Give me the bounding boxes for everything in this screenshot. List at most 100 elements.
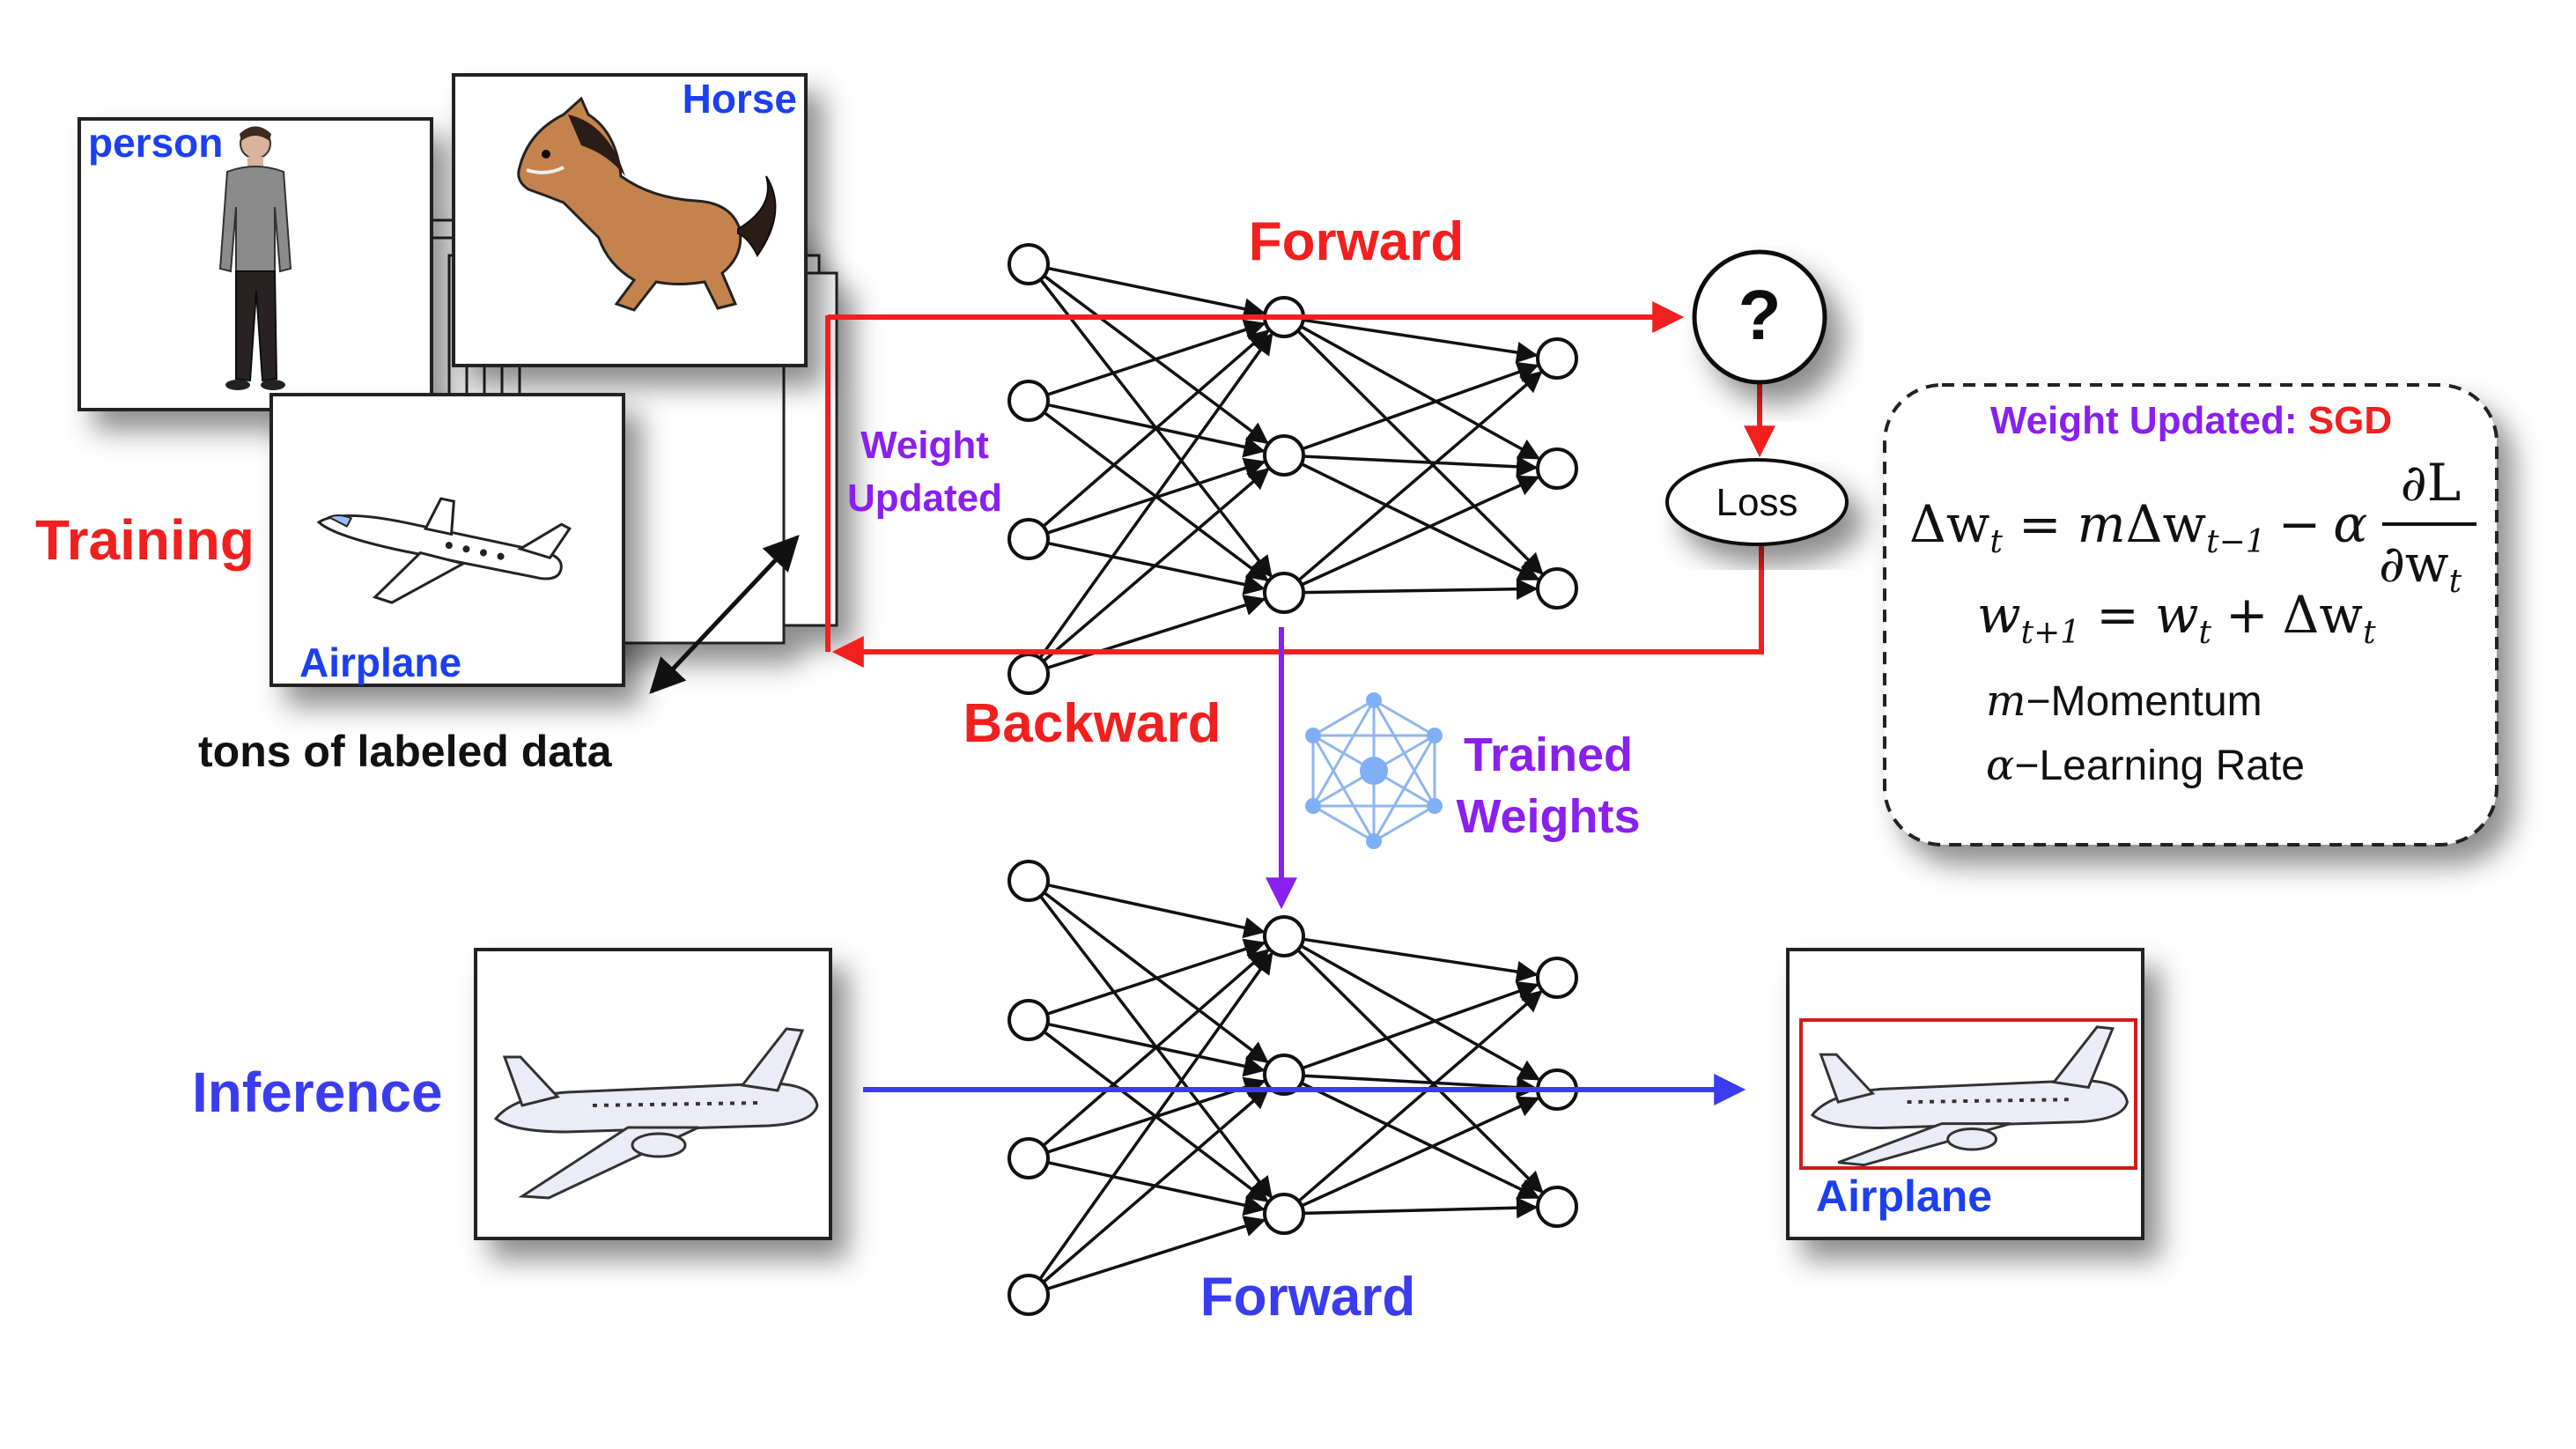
- forward-inference-label: Forward: [1200, 1267, 1416, 1327]
- weight-updated-line1: Weight: [860, 424, 989, 467]
- inference-network-neuron-layer3: [1536, 957, 1578, 999]
- inference-network-neuron-layer2: [1263, 1053, 1305, 1096]
- eq1-dw-sub: t−1: [2206, 524, 2266, 560]
- trained-weights-icon: [1305, 692, 1443, 849]
- training-network-edge: [1046, 319, 1266, 396]
- inference-network-edge: [1046, 1216, 1266, 1291]
- eq2-lhs-sub: t+1: [2021, 615, 2081, 651]
- training-network-neuron-layer1: [1008, 653, 1050, 695]
- inference-network-edge: [1038, 951, 1273, 1281]
- training-network-edge: [1301, 475, 1540, 587]
- training-network-edge: [1042, 329, 1270, 528]
- svg-text:∂wt: ∂wt: [2379, 534, 2462, 600]
- backward-arrow: [831, 546, 1764, 668]
- inference-network-edge: [1047, 883, 1266, 939]
- svg-text:wt+1=wt+Δwt: wt+1=wt+Δwt: [1977, 585, 2376, 651]
- inference-network-neuron-layer1: [1008, 1274, 1050, 1316]
- training-network-neuron-layer2: [1263, 572, 1305, 614]
- inference-neural-network: [1008, 860, 1578, 1316]
- eq2-dw-sub: t: [2363, 615, 2376, 651]
- forward-training-label: Forward: [1249, 211, 1465, 272]
- airplane-input-icon: [493, 1027, 819, 1200]
- training-network-neuron-layer1: [1008, 518, 1050, 560]
- eq1-denominator: ∂w: [2379, 534, 2449, 594]
- inference-network-edge: [1046, 938, 1266, 1016]
- prediction-node: ?: [1692, 249, 1827, 385]
- eq2-equals: =: [2096, 585, 2139, 645]
- inference-network-edge: [1296, 949, 1544, 1194]
- loss-label: Loss: [1716, 481, 1798, 524]
- inference-network-edge: [1042, 949, 1270, 1147]
- inference-network-edge: [1303, 1196, 1539, 1219]
- eq1-dw: Δw: [2126, 494, 2207, 554]
- training-data-caption: tons of labeled data: [198, 727, 613, 776]
- eq1-minus: −: [2278, 494, 2321, 554]
- training-network-edge: [1303, 455, 1539, 478]
- trained-weights-line2: Weights: [1456, 790, 1640, 843]
- inference-network-neuron-layer1: [1008, 1137, 1050, 1179]
- training-network-neuron-layer2: [1263, 434, 1305, 477]
- inference-network-edge: [1303, 937, 1539, 983]
- airplane-training-card: Airplane: [269, 393, 625, 687]
- weight-update-equation: wt+1=wt+Δwt: [1977, 585, 2376, 651]
- training-network-neuron-layer3: [1536, 447, 1578, 490]
- training-network-edge: [1296, 329, 1544, 575]
- eq1-numerator: ∂L: [2401, 453, 2462, 513]
- training-network-neuron-layer3: [1536, 337, 1578, 380]
- training-network-edge: [1297, 371, 1543, 582]
- legend-learning-rate-text: −Learning Rate: [2014, 743, 2305, 789]
- training-network-neuron-layer1: [1008, 243, 1050, 285]
- legend-momentum-symbol: m: [1986, 676, 2026, 726]
- inference-label: Inference: [192, 1061, 443, 1124]
- inference-output-card: Airplane: [1786, 948, 2144, 1240]
- horse-card-label: Horse: [683, 76, 797, 122]
- inference-input-card: [474, 948, 832, 1240]
- inference-network-edge: [1302, 980, 1539, 1070]
- eq1-lhs-sub: t: [1990, 524, 2004, 560]
- eq1-alpha: α: [2333, 494, 2367, 554]
- airplane-training-icon: [316, 497, 572, 604]
- eq1-lhs: Δw: [1909, 494, 1990, 554]
- horse-figure-icon: [517, 96, 777, 312]
- training-loop: [825, 301, 1775, 668]
- momentum-update-equation: Δwt=mΔwt−1−α ∂L ∂wt: [1909, 453, 2476, 600]
- training-network-edge: [1042, 468, 1270, 663]
- sgd-update-box: Weight Updated: SGD Δwt=mΔwt−1−α ∂L ∂wt …: [1883, 383, 2498, 846]
- sgd-title-method: SGD: [2308, 399, 2392, 442]
- eq2-w: w: [2155, 585, 2199, 645]
- person-card-label: person: [88, 120, 223, 166]
- detection-bounding-box: [1799, 1018, 2137, 1170]
- legend-learning-rate: α−Learning Rate: [1986, 741, 2305, 790]
- training-network-edge: [1046, 595, 1266, 670]
- person-figure-icon: [218, 126, 292, 390]
- backward-label: Backward: [963, 693, 1222, 754]
- weight-updated-line2: Updated: [847, 477, 1002, 520]
- training-network-neuron-layer3: [1536, 567, 1578, 610]
- inference-network-edge: [1301, 1082, 1540, 1200]
- horse-card: Horse: [452, 73, 808, 367]
- eq2-lhs: w: [1977, 585, 2021, 645]
- svg-text:Δwt=mΔwt−1−α: Δwt=mΔwt−1−α: [1909, 494, 2367, 560]
- training-label: Training: [35, 508, 255, 572]
- inference-network-neuron-layer2: [1263, 915, 1305, 957]
- airplane-output-icon: [1810, 1025, 2129, 1167]
- legend-alpha-symbol: α: [1986, 741, 2014, 790]
- sgd-box-title: Weight Updated: SGD: [1990, 399, 2392, 442]
- training-network-edge: [1038, 332, 1273, 660]
- training-network-neuron-layer1: [1008, 380, 1050, 422]
- eq2-w-sub: t: [2198, 615, 2211, 651]
- person-card: person: [78, 117, 433, 411]
- training-network-edge: [1047, 266, 1266, 320]
- airplane-training-label: Airplane: [299, 639, 461, 685]
- inference-network-neuron-layer1: [1008, 999, 1050, 1041]
- training-neural-network: [1008, 243, 1578, 695]
- training-network-edge: [1303, 578, 1539, 600]
- eq2-dw: Δw: [2283, 585, 2364, 645]
- training-network-edge: [1302, 361, 1539, 451]
- legend-momentum-text: −Momentum: [2026, 678, 2262, 725]
- legend-momentum: m−Momentum: [1986, 676, 2262, 726]
- training-data-stack: person Horse: [78, 73, 838, 776]
- inference-network-edge: [1300, 944, 1541, 1081]
- sgd-title-prefix: Weight Updated:: [1990, 399, 2308, 442]
